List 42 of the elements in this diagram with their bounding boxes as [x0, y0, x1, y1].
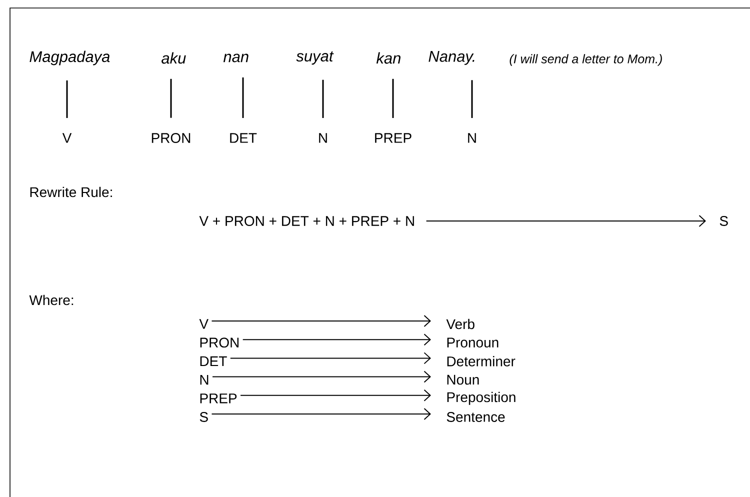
arrow [212, 370, 431, 383]
term-label: Noun [447, 374, 479, 385]
term-label: DET [200, 356, 227, 366]
category-tag: N [319, 133, 327, 143]
category-tag: PRON [152, 133, 190, 143]
term-label: S [200, 412, 208, 422]
term-label: PRON [200, 338, 239, 348]
term-label: PREP [200, 394, 237, 404]
connector-line [322, 80, 324, 118]
term-label: Determiner [447, 356, 516, 366]
sentence-word: Magpadaya [30, 50, 110, 66]
term-label: Verb [446, 318, 474, 330]
arrow [240, 389, 431, 402]
rule-text: V + PRON + DET + N + PREP + N [199, 216, 414, 226]
section-heading: Rewrite Rule: [30, 186, 112, 198]
term-label: Preposition [447, 392, 516, 405]
arrow [426, 215, 706, 227]
sentence-word: Nanay. [428, 51, 474, 65]
category-tag: PREP [375, 133, 412, 143]
term-label: V [199, 319, 208, 329]
category-tag: N [468, 133, 476, 143]
connector-line [242, 77, 244, 118]
term-label: N [200, 374, 208, 385]
connector-line [170, 78, 172, 118]
connector-line [471, 80, 473, 118]
section-heading: Where: [29, 294, 74, 306]
sentence-word: nan [223, 54, 248, 62]
term-label: Sentence [446, 412, 505, 422]
sentence-word: kan [376, 52, 400, 64]
term-label: Pronoun [447, 338, 498, 348]
connector-line [392, 78, 394, 118]
translation-text: (I will send a letter to Mom.) [510, 54, 662, 66]
arrow [230, 352, 431, 364]
arrow [211, 408, 431, 420]
category-tag: DET [230, 133, 257, 143]
arrow [242, 334, 431, 346]
arrow [211, 315, 431, 327]
connector-line [66, 80, 68, 118]
sentence-word: aku [162, 52, 186, 64]
sentence-word: suyat [296, 51, 334, 65]
rule-text: S [720, 216, 728, 226]
category-tag: V [62, 133, 72, 143]
